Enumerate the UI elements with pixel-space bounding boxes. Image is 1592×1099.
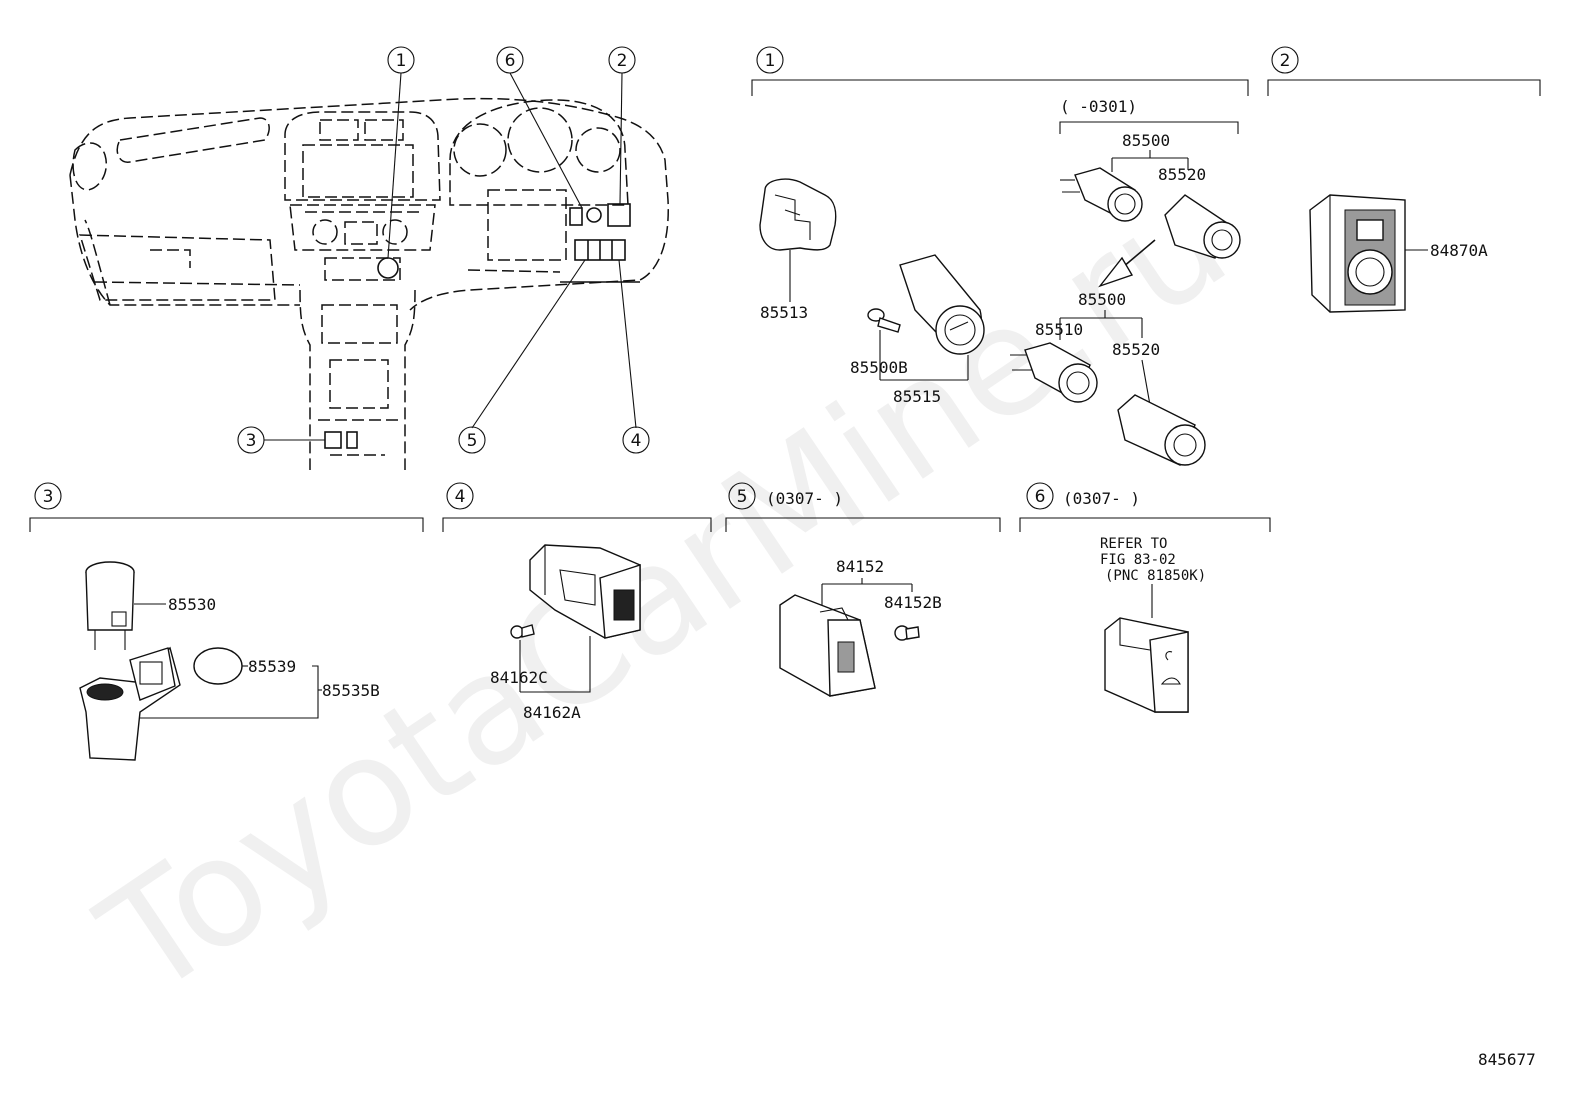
svg-text:4: 4	[631, 431, 642, 451]
callout-1-overview: 1	[387, 46, 415, 74]
refer-line-3: (PNC 81850K)	[1105, 568, 1206, 584]
svg-text:3: 3	[246, 431, 257, 451]
svg-text:1: 1	[396, 51, 407, 71]
label-85535B: 85535B	[322, 681, 380, 700]
dashboard-overview: 1 6 2 3 5 4	[69, 46, 669, 470]
callout-3-overview: 3	[237, 426, 265, 454]
figure-id: 845677	[1478, 1050, 1536, 1069]
group-6-refer: 6 (0307- ) REFER TO FIG 83-02 (PNC 81850…	[1019, 482, 1271, 713]
part-85520-plug-lower	[1117, 394, 1206, 466]
part-84162C-clip	[510, 624, 535, 639]
label-84162A: 84162A	[523, 703, 581, 722]
label-84162C: 84162C	[490, 668, 548, 687]
callout-6-overview: 6	[496, 46, 524, 74]
label-85539: 85539	[248, 657, 296, 676]
svg-text:5: 5	[467, 431, 478, 451]
label-85530: 85530	[168, 595, 216, 614]
refer-line-1: REFER TO	[1100, 536, 1167, 552]
svg-text:1: 1	[765, 51, 776, 71]
part-85535B-holder	[79, 646, 181, 761]
label-85520-upper: 85520	[1158, 165, 1206, 184]
label-84152: 84152	[836, 557, 884, 576]
part-84152B-screw	[894, 625, 920, 641]
label-85500-upper: 85500	[1122, 131, 1170, 150]
svg-text:5: 5	[737, 487, 748, 507]
label-85520-lower: 85520	[1112, 340, 1160, 359]
part-84162A-switch	[529, 544, 641, 639]
svg-text:2: 2	[1280, 51, 1291, 71]
callout-2-overview: 2	[608, 46, 636, 74]
label-84152B: 84152B	[884, 593, 942, 612]
refer-line-2: FIG 83-02	[1100, 552, 1176, 568]
svg-text:2: 2	[617, 51, 628, 71]
part-85539-gasket	[193, 647, 243, 685]
group-4-switch: 4 84162C 84162A	[442, 482, 712, 722]
callout-4-overview: 4	[622, 426, 650, 454]
group-3-rear-lighter: 3 85530 85539 85535B	[29, 482, 424, 761]
part-85510-socket-upper	[1060, 167, 1143, 222]
group-6-range: (0307- )	[1063, 489, 1140, 508]
part-85520-plug-upper	[1164, 194, 1241, 259]
svg-text:3: 3	[43, 487, 54, 507]
svg-text:6: 6	[505, 51, 516, 71]
part-81850K-switch	[1104, 617, 1189, 713]
svg-text:6: 6	[1035, 487, 1046, 507]
label-84870A: 84870A	[1430, 241, 1488, 260]
part-85500B-screw	[867, 308, 901, 333]
part-84152-dimmer-switch	[779, 594, 876, 697]
group-2-mirror-switch: 2 84870A	[1267, 46, 1541, 313]
label-85500-lower: 85500	[1078, 290, 1126, 309]
part-84870A-switch	[1309, 194, 1406, 313]
part-85515-socket	[899, 254, 985, 355]
group-1-cigarette-lighter: 1 ( -0301) 85513 85500B 85515	[751, 46, 1249, 466]
group-5-dimmer: 5 (0307- ) 84152 84152B	[725, 482, 1001, 697]
callout-5-overview: 5	[458, 426, 486, 454]
group-1-range: ( -0301)	[1060, 97, 1137, 116]
svg-text:4: 4	[455, 487, 466, 507]
group-5-range: (0307- )	[766, 489, 843, 508]
label-85513: 85513	[760, 303, 808, 322]
part-85513-clip	[759, 178, 837, 251]
label-85515: 85515	[893, 387, 941, 406]
label-85500B: 85500B	[850, 358, 908, 377]
label-85510: 85510	[1035, 320, 1083, 339]
part-85510-socket-lower	[1010, 342, 1098, 403]
part-85530-socket	[85, 561, 135, 650]
